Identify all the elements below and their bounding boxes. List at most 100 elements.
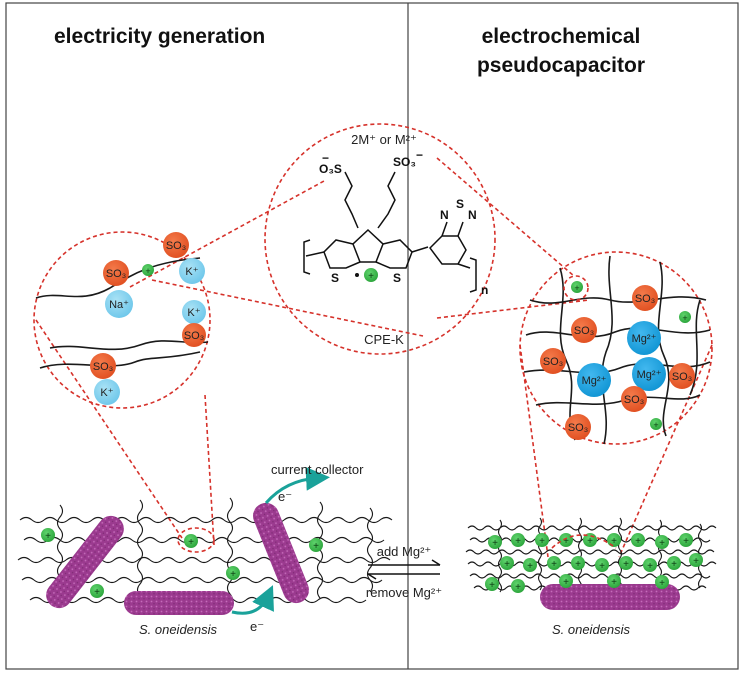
left-panel-title: electricity generation	[54, 25, 265, 48]
remove-mg-label: remove Mg²⁺	[366, 585, 442, 600]
right-sulfonate-group: SO₃	[393, 155, 416, 169]
sulfonate-ion	[669, 363, 695, 389]
thiophene-s-left: S	[331, 271, 339, 285]
magnesium-ion	[577, 363, 611, 397]
left-zoom-source-marker	[177, 527, 215, 553]
svg-text:+: +	[647, 561, 653, 572]
sulfonate-ion	[90, 353, 116, 379]
electron-label-bottom: e⁻	[250, 619, 264, 634]
svg-text:K⁺: K⁺	[187, 307, 200, 319]
right-panel-title-line1: electrochemical	[482, 25, 641, 48]
svg-text:SO₃: SO₃	[672, 371, 692, 383]
left-bacteria	[46, 502, 309, 615]
svg-text:Mg²⁺: Mg²⁺	[632, 333, 657, 345]
potassium-ion	[94, 379, 120, 405]
svg-text:+: +	[563, 536, 569, 547]
svg-text:Mg²⁺: Mg²⁺	[582, 375, 607, 387]
sulfonate-ion	[163, 232, 189, 258]
zoom-connectors	[35, 157, 713, 558]
sulfonate-ion	[540, 348, 566, 374]
potassium-ion	[182, 300, 206, 324]
svg-text:+: +	[635, 536, 641, 547]
svg-text:Na⁺: Na⁺	[109, 299, 129, 311]
magnesium-ion	[627, 321, 661, 355]
potassium-ion	[179, 258, 205, 284]
hole-charge	[650, 418, 662, 430]
repeat-unit-n: n	[481, 283, 488, 297]
hole-charge	[679, 311, 691, 323]
right-sulfonate-charge: −	[416, 148, 423, 162]
svg-text:+: +	[313, 541, 319, 552]
svg-text:+: +	[659, 578, 665, 589]
svg-text:SO₃: SO₃	[574, 325, 594, 337]
svg-text:+: +	[94, 587, 100, 598]
svg-text:SO₃: SO₃	[635, 293, 655, 305]
svg-text:SO₃: SO₃	[93, 361, 113, 373]
svg-text:Mg²⁺: Mg²⁺	[637, 369, 662, 381]
svg-text:+: +	[599, 561, 605, 572]
bacterium	[540, 584, 680, 610]
right-zoom-circle	[519, 251, 713, 445]
right-holes: + + + + + + + + + + + + + + + + + + + + …	[485, 533, 703, 593]
sulfonate-ion	[182, 323, 206, 347]
hole-charge	[364, 268, 378, 282]
sulfonate-ion	[103, 260, 129, 286]
svg-text:+: +	[653, 420, 658, 430]
svg-text:K⁺: K⁺	[185, 266, 198, 278]
molecule-name: CPE-K	[364, 332, 404, 347]
sulfonate-ion	[621, 386, 647, 412]
svg-text:+: +	[575, 559, 581, 570]
bacterium	[124, 591, 234, 615]
svg-text:SO₃: SO₃	[106, 268, 126, 280]
counterion-label: 2M⁺ or M²⁺	[351, 132, 417, 147]
svg-text:+: +	[504, 559, 510, 570]
svg-text:SO₃: SO₃	[568, 422, 588, 434]
svg-text:+: +	[492, 538, 498, 549]
right-polymer-network	[465, 517, 717, 593]
svg-text:+: +	[527, 561, 533, 572]
svg-text:+: +	[623, 559, 629, 570]
thiadiazole-n-left: N	[440, 208, 449, 222]
svg-text:+: +	[551, 559, 557, 570]
svg-text:+: +	[693, 556, 699, 567]
bacteria-label-left: S. oneidensis	[139, 622, 218, 637]
svg-text:SO₃: SO₃	[624, 394, 644, 406]
svg-text:+: +	[611, 536, 617, 547]
sulfonate-ion	[565, 414, 591, 440]
thiophene-s-right: S	[393, 271, 401, 285]
radical-dot	[355, 273, 359, 277]
svg-text:+: +	[515, 582, 521, 593]
svg-text:+: +	[45, 531, 51, 542]
hole-charge	[142, 264, 154, 276]
svg-text:+: +	[574, 283, 579, 293]
svg-text:+: +	[515, 536, 521, 547]
left-sulfonate-group: O₃S	[319, 162, 342, 176]
svg-text:+: +	[563, 577, 569, 588]
svg-text:+: +	[188, 537, 194, 548]
magnesium-ion	[632, 357, 666, 391]
svg-text:+: +	[659, 538, 665, 549]
right-zoom-source-marker	[563, 275, 589, 301]
sulfonate-ion	[632, 285, 658, 311]
svg-text:+: +	[587, 536, 593, 547]
svg-text:+: +	[230, 569, 236, 580]
electron-arrow-up	[264, 466, 330, 504]
sodium-ion	[105, 290, 133, 318]
svg-text:+: +	[489, 580, 495, 591]
hole-plus: +	[368, 271, 374, 282]
electron-arrow-bottom	[231, 585, 274, 615]
bacteria-label-right: S. oneidensis	[552, 622, 631, 637]
cpe-k-structure: 2M⁺ or M²⁺ O₃S − SO₃ − S S N S N n + CPE…	[303, 132, 488, 347]
left-sulfonate-charge: −	[322, 151, 329, 165]
left-zoom-circle	[33, 231, 211, 409]
sulfonate-ion	[571, 317, 597, 343]
left-holes: + + + + +	[41, 528, 323, 598]
hole-charge	[571, 281, 583, 293]
left-zoom-contents: SO₃ SO₃ + K⁺ Na⁺ K⁺ SO₃ SO₃ K⁺	[35, 232, 209, 405]
svg-text:SO₃: SO₃	[543, 356, 563, 368]
electron-label-top: e⁻	[278, 489, 292, 504]
current-collector-label: current collector	[271, 462, 364, 477]
figure-frame	[5, 2, 739, 670]
bacterium	[253, 502, 309, 604]
